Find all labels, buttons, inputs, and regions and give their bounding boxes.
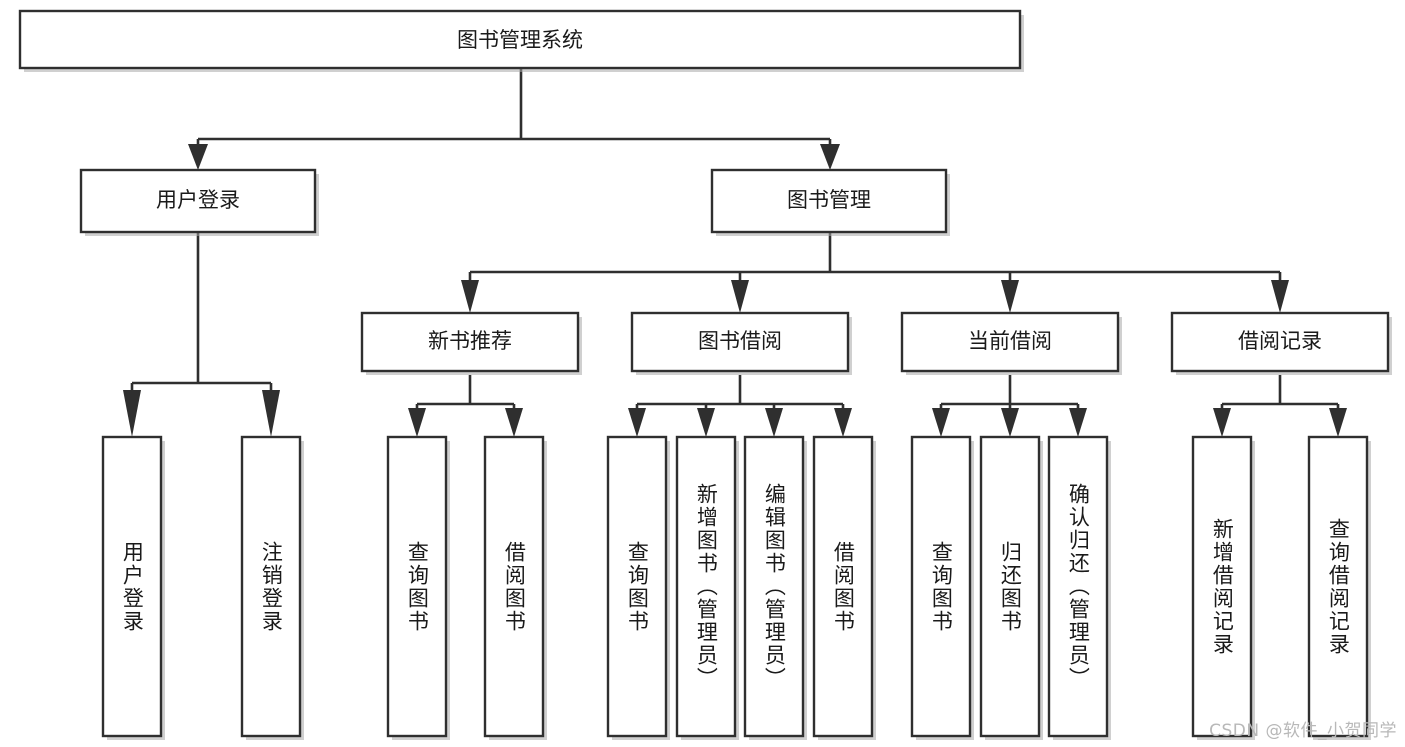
node-leaf-add-record-box[interactable]: [1191, 435, 1253, 738]
arrow-to-leaf-query-record: [1329, 408, 1347, 437]
node-borrow-record-box[interactable]: [1170, 311, 1390, 373]
arrow-to-leaf-add-record: [1213, 408, 1231, 437]
node-leaf-query-book-3-box[interactable]: [910, 435, 972, 738]
node-book-borrow-label: 图书借阅: [698, 329, 782, 353]
node-borrow-record-label: 借阅记录: [1238, 329, 1322, 353]
node-root-box[interactable]: [18, 9, 1022, 70]
node-book-borrow-box[interactable]: [630, 311, 850, 373]
arrow-to-current-borrow: [1001, 280, 1019, 313]
arrow-to-leaf-user-login: [123, 390, 141, 437]
node-leaf-borrow-book-2-box[interactable]: [812, 435, 874, 738]
node-leaf-confirm-return-box[interactable]: [1047, 435, 1109, 738]
node-leaf-query-record-box[interactable]: [1307, 435, 1369, 738]
arrow-to-leaf-add-book: [697, 408, 715, 437]
arrow-to-leaf-edit-book: [765, 408, 783, 437]
edges-layer: [123, 68, 1347, 437]
node-book-manage-box[interactable]: [710, 168, 948, 234]
arrow-to-user-login: [188, 144, 208, 170]
arrow-to-book-manage: [820, 144, 840, 170]
node-user-login-box[interactable]: [79, 168, 317, 234]
node-book-manage-label: 图书管理: [787, 188, 871, 212]
node-leaf-user-login-box[interactable]: [101, 435, 163, 738]
arrow-to-leaf-confirm-return: [1069, 408, 1087, 437]
node-leaf-add-book-box[interactable]: [675, 435, 737, 738]
csdn-watermark: CSDN @软件_小贺同学: [1209, 721, 1397, 741]
arrow-to-leaf-logout-login: [262, 390, 280, 437]
arrow-to-leaf-query-book-2: [628, 408, 646, 437]
node-leaf-return-book-box[interactable]: [979, 435, 1041, 738]
nodes-layer: 图书管理系统 用户登录 图书管理 新书推荐 图书借阅 当前借阅 借阅记录: [18, 9, 1392, 740]
node-leaf-query-book-2-box[interactable]: [606, 435, 668, 738]
node-root-label: 图书管理系统: [457, 28, 583, 52]
node-leaf-borrow-book-1-box[interactable]: [483, 435, 545, 738]
arrow-to-book-borrow: [731, 280, 749, 313]
arrow-to-leaf-query-book-3: [932, 408, 950, 437]
node-current-borrow-box[interactable]: [900, 311, 1120, 373]
arrow-to-leaf-borrow-book-1: [505, 408, 523, 437]
arrow-to-leaf-borrow-book-2: [834, 408, 852, 437]
arrow-to-borrow-record: [1271, 280, 1289, 313]
node-new-book-rec-label: 新书推荐: [428, 329, 512, 353]
node-current-borrow-label: 当前借阅: [968, 329, 1052, 353]
node-leaf-edit-book-box[interactable]: [743, 435, 805, 738]
node-leaf-query-book-1-box[interactable]: [386, 435, 448, 738]
arrow-to-leaf-query-book-1: [408, 408, 426, 437]
node-user-login-label: 用户登录: [156, 188, 240, 212]
arrow-to-new-book-rec: [461, 280, 479, 313]
node-new-book-rec-box[interactable]: [360, 311, 580, 373]
arrow-to-leaf-return-book: [1001, 408, 1019, 437]
node-leaf-logout-login-box[interactable]: [240, 435, 302, 738]
